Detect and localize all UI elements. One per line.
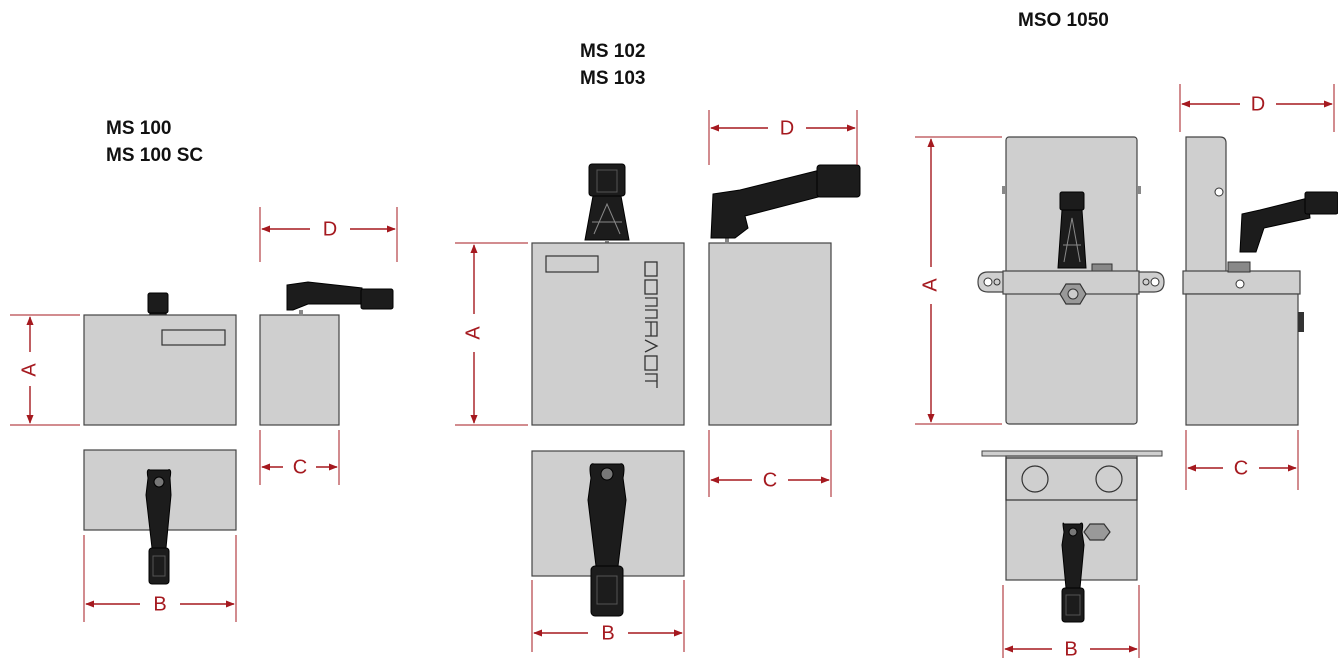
ms102-side-view — [708, 164, 861, 426]
mso1050-knob — [1059, 191, 1085, 211]
ms102-body — [531, 242, 685, 426]
ms100-side-handle — [286, 281, 363, 311]
ms100-label-window — [161, 329, 226, 346]
mso1050-side-body — [1185, 293, 1299, 426]
ms100-side-view — [259, 281, 394, 426]
mso1050-dim-c: C — [1234, 457, 1248, 479]
mso1050-dim-a: A — [919, 278, 941, 292]
ms102-dimensions: A B C D — [455, 110, 858, 652]
ms100-knob — [147, 292, 169, 314]
ms100-dim-c: C — [293, 456, 307, 478]
ms102-side-handle — [710, 169, 823, 239]
ms102-dim-a: A — [462, 326, 484, 340]
ms102-bottom-view — [531, 450, 685, 617]
ms100-front-view — [83, 292, 237, 426]
label-ms102: MS 102 MS 103 — [580, 38, 645, 92]
ms102-knob — [588, 163, 626, 197]
ms100-dim-d: D — [323, 218, 337, 240]
mso1050-dim-b: B — [1064, 638, 1077, 660]
mso1050-front-view — [977, 136, 1165, 425]
ms102-label-window — [545, 255, 599, 273]
label-ms102-line1: MS 102 — [580, 41, 646, 62]
label-ms100-line2: MS 100 SC — [106, 145, 204, 166]
label-ms100: MS 100 MS 100 SC — [106, 115, 203, 169]
label-ms102-line2: MS 103 — [580, 68, 646, 89]
ms100-dim-b: B — [153, 593, 166, 615]
ms102-dim-c: C — [763, 469, 777, 491]
label-mso1050-line1: MSO 1050 — [1018, 10, 1109, 31]
ms100-dimensions: A B C D — [10, 207, 398, 622]
mso1050-side-view — [1182, 136, 1338, 426]
ms100-body — [83, 314, 237, 426]
ms102-front-view — [531, 163, 685, 426]
mso1050-dim-d: D — [1251, 93, 1265, 115]
mso1050-dimensions: A B C D — [915, 84, 1335, 660]
mso1050-bottom-view — [981, 450, 1163, 623]
ms102-handle-base — [584, 195, 630, 241]
label-mso1050: MSO 1050 — [1018, 7, 1109, 34]
ms100-dim-a: A — [18, 363, 40, 377]
ms102-dim-d: D — [780, 117, 794, 139]
ms102-brand-logo — [644, 261, 659, 388]
ms102-dim-b: B — [601, 622, 614, 644]
ms102-side-body — [708, 242, 832, 426]
label-ms100-line1: MS 100 — [106, 118, 172, 139]
ms100-bottom-view — [83, 449, 237, 585]
ms100-side-body — [259, 314, 340, 426]
mso1050-side-handle — [1239, 197, 1311, 253]
